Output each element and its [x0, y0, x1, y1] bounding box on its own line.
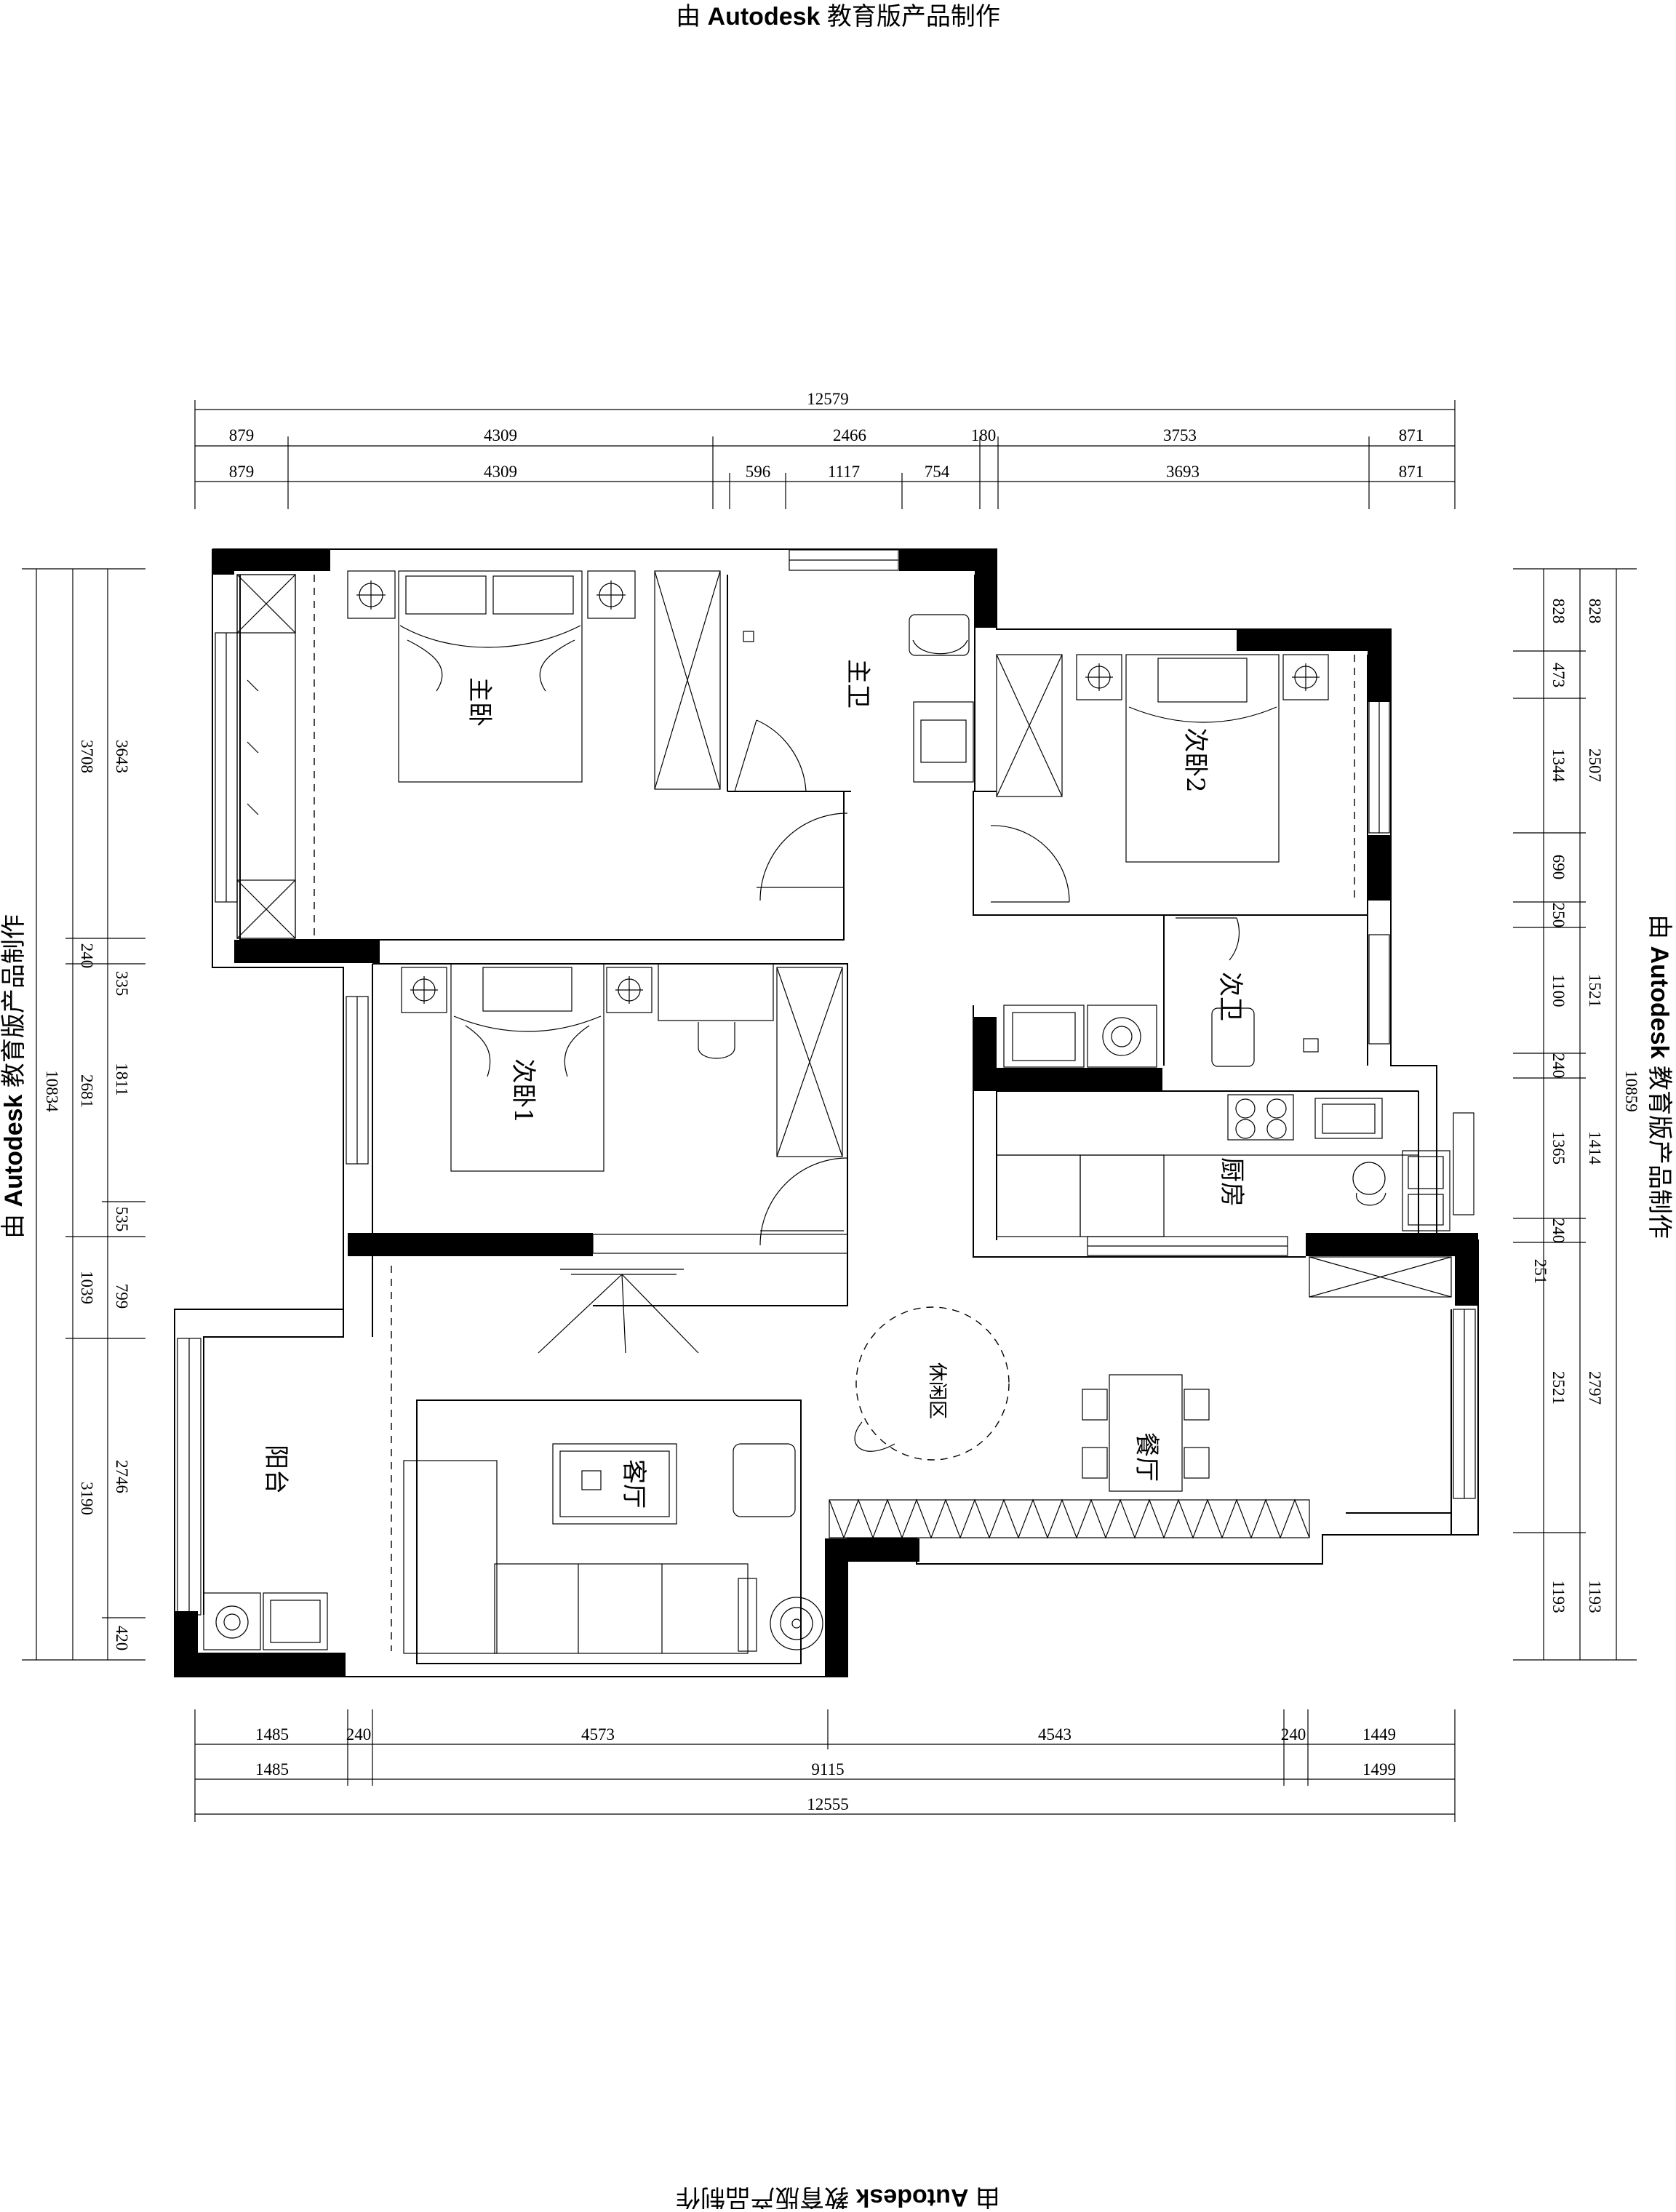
- dim-bot-r2-0: 1485: [255, 1760, 289, 1778]
- dim-right-in-6: 240: [1549, 1053, 1568, 1079]
- watermark-bottom: 由 Autodesk 教育版产品制作: [676, 2184, 1000, 2209]
- cabinets: [236, 570, 1452, 1539]
- dining-furniture: [854, 1374, 1210, 1492]
- dim-bot-r1-4: 240: [1281, 1725, 1306, 1744]
- dim-bot-total: 12555: [807, 1795, 849, 1813]
- dim-top-r2-5: 3693: [1166, 463, 1200, 481]
- dim-right-out-5: 1193: [1586, 1580, 1604, 1613]
- top-dimensions: 12579 879 4309 2466 180 3753 871 879 430…: [194, 390, 1456, 509]
- nightstands: [347, 570, 1329, 1013]
- dim-top-r2-6: 871: [1399, 463, 1424, 481]
- beds: [398, 570, 1280, 1172]
- dim-bot-r2-1: 9115: [811, 1760, 844, 1778]
- dim-left-0: 3708: [78, 740, 96, 773]
- dim-right-in-1: 473: [1549, 663, 1568, 688]
- dim-bot-r1-0: 1485: [255, 1725, 289, 1744]
- watermark-left: 由 Autodesk 教育版产品制作: [0, 914, 28, 1239]
- dim-top-total: 12579: [807, 390, 849, 408]
- dim-top-r2-2: 596: [746, 463, 771, 481]
- dim-bot-r1-1: 240: [346, 1725, 372, 1744]
- dim-top-r2-1: 4309: [484, 463, 517, 481]
- label-bedroom1: 次卧1: [508, 1058, 538, 1124]
- dim-left-total: 10834: [43, 1070, 61, 1112]
- label-balcony: 阳台: [261, 1445, 290, 1494]
- dim-left-in-3: 535: [113, 1207, 131, 1232]
- living-furniture: [403, 1269, 823, 1654]
- left-dimensions: 3708 240 1039 3190 3643 335 1811 535 799…: [22, 568, 145, 1661]
- dim-bot-r1-5: 1449: [1362, 1725, 1396, 1744]
- dim-bot-r2-2: 1499: [1362, 1760, 1396, 1778]
- room-labels: 主卧 主卫 次卧2 次卧1 次卫 厨房 客厅 餐厅 休闲区 阳台: [261, 659, 1246, 1509]
- dim-top-r2-0: 879: [229, 463, 255, 481]
- dim-right-in-0: 828: [1549, 599, 1568, 624]
- dim-right-out-3: 1414: [1586, 1131, 1604, 1165]
- dim-top-r1-0: 879: [229, 426, 255, 444]
- dim-right-out-1: 2507: [1586, 748, 1604, 782]
- dim-left-in-5: 2746: [113, 1460, 131, 1493]
- dim-right-in-8: 240: [1549, 1218, 1568, 1244]
- dim-left-1: 240: [78, 943, 96, 969]
- dim-left-in-1: 335: [113, 971, 131, 997]
- label-bedroom2: 次卧2: [1181, 727, 1210, 793]
- kitchen-fixtures: [996, 1090, 1450, 1237]
- dim-right-in-7: 1365: [1549, 1131, 1568, 1165]
- windows: [177, 549, 1476, 1616]
- dim-top-r1-2: 2466: [833, 426, 866, 444]
- dim-top-r1-5: 871: [1399, 426, 1424, 444]
- dim-right-out-4: 2797: [1586, 1371, 1604, 1405]
- label-living-room: 客厅: [619, 1459, 648, 1509]
- dim-right-total: 10859: [1622, 1070, 1640, 1112]
- dim-left-3: 3190: [78, 1482, 96, 1515]
- columns: [175, 549, 1478, 1677]
- dim-top-r2-3: 1117: [828, 463, 860, 481]
- dim-right-in-5: 1100: [1549, 974, 1568, 1007]
- dim-right-in-3: 690: [1549, 855, 1568, 880]
- dashed-guides: [314, 575, 1355, 1651]
- label-second-bath: 次卫: [1216, 972, 1245, 1021]
- watermark-top: 由 Autodesk 教育版产品制作: [676, 3, 1000, 31]
- dim-top-r1-4: 3753: [1163, 426, 1197, 444]
- dim-right-out-2: 1521: [1586, 974, 1604, 1007]
- doors: [734, 719, 1240, 1246]
- dim-bot-r1-2: 4573: [581, 1725, 615, 1744]
- label-master-bedroom: 主卧: [465, 677, 494, 727]
- bath-fixtures: [203, 614, 1319, 1650]
- bottom-dimensions: 1485 240 4573 4543 240 1449 1485 9115 14…: [194, 1709, 1456, 1822]
- dim-left-in-6: 420: [113, 1626, 131, 1651]
- dim-top-r1-1: 4309: [484, 426, 517, 444]
- dim-right-in-4: 250: [1549, 903, 1568, 928]
- dim-right-in-9: 251: [1531, 1259, 1549, 1285]
- dim-left-in-2: 1811: [113, 1063, 131, 1095]
- label-dining-room: 餐厅: [1132, 1432, 1161, 1482]
- watermark-right: 由 Autodesk 教育版产品制作: [1645, 914, 1673, 1239]
- label-kitchen: 厨房: [1217, 1157, 1246, 1207]
- dim-left-in-0: 3643: [113, 740, 131, 773]
- dim-top-r2-4: 754: [925, 463, 950, 481]
- dim-right-in-11: 1193: [1549, 1580, 1568, 1613]
- right-dimensions: 828 473 1344 690 250 1100 240 1365 240 2…: [1513, 568, 1640, 1661]
- label-leisure-area: 休闲区: [926, 1362, 948, 1419]
- wall-outlines: [174, 548, 1479, 1677]
- dim-right-in-2: 1344: [1549, 748, 1568, 783]
- dim-right-in-10: 2521: [1549, 1371, 1568, 1405]
- dim-bot-r1-3: 4543: [1038, 1725, 1072, 1744]
- dim-left-2681: 2681: [78, 1074, 96, 1108]
- dim-top-r1-3: 180: [971, 426, 997, 444]
- label-master-bath: 主卫: [843, 659, 872, 708]
- dim-left-in-4: 799: [113, 1284, 131, 1309]
- dim-left-2: 1039: [78, 1271, 96, 1304]
- dim-right-out-0: 828: [1586, 599, 1604, 624]
